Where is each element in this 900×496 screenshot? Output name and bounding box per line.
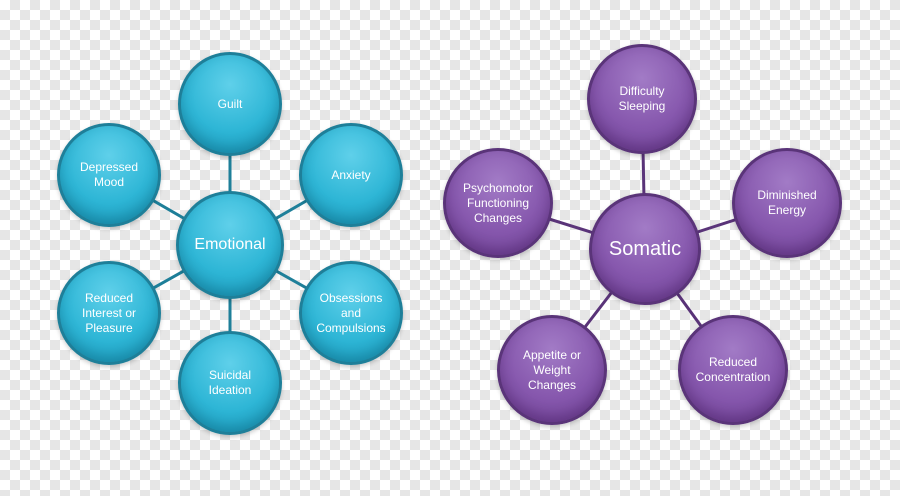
emotional-leaf-node-0-label: Guilt: [217, 96, 243, 111]
emotional-leaf-node-0: Guilt: [178, 52, 282, 156]
somatic-leaf-node-3-label: Appetite or Weight Changes: [522, 347, 582, 392]
emotional-leaf-node-3-label: Suicidal Ideation: [208, 368, 252, 397]
somatic-leaf-node-0: Difficulty Sleeping: [587, 44, 697, 154]
emotional-leaf-node-2: Obsessions and Compulsions: [299, 261, 403, 365]
somatic-leaf-node-2-label: Reduced Concentration: [695, 355, 771, 384]
somatic-leaf-node-4-label: Psychomotor Functioning Changes: [462, 180, 534, 225]
somatic-hub-node: Somatic: [589, 193, 701, 305]
emotional-leaf-node-1-label: Anxiety: [331, 167, 371, 182]
emotional-leaf-node-5-label: Depressed Mood: [79, 160, 139, 189]
emotional-leaf-node-3: Suicidal Ideation: [178, 331, 282, 435]
emotional-leaf-node-1: Anxiety: [299, 123, 403, 227]
somatic-leaf-node-4: Psychomotor Functioning Changes: [443, 148, 553, 258]
somatic-leaf-node-3: Appetite or Weight Changes: [497, 315, 607, 425]
somatic-leaf-node-0-label: Difficulty Sleeping: [618, 84, 666, 113]
emotional-leaf-node-5: Depressed Mood: [57, 123, 161, 227]
somatic-leaf-node-2: Reduced Concentration: [678, 315, 788, 425]
emotional-leaf-node-4-label: Reduced Interest or Pleasure: [81, 290, 137, 335]
somatic-leaf-node-1: Diminished Energy: [732, 148, 842, 258]
emotional-hub-node-label: Emotional: [194, 236, 266, 253]
emotional-hub-node: Emotional: [176, 191, 284, 299]
somatic-hub-node-label: Somatic: [608, 237, 682, 260]
somatic-leaf-node-1-label: Diminished Energy: [757, 188, 817, 217]
emotional-leaf-node-4: Reduced Interest or Pleasure: [57, 261, 161, 365]
emotional-leaf-node-2-label: Obsessions and Compulsions: [316, 290, 386, 335]
